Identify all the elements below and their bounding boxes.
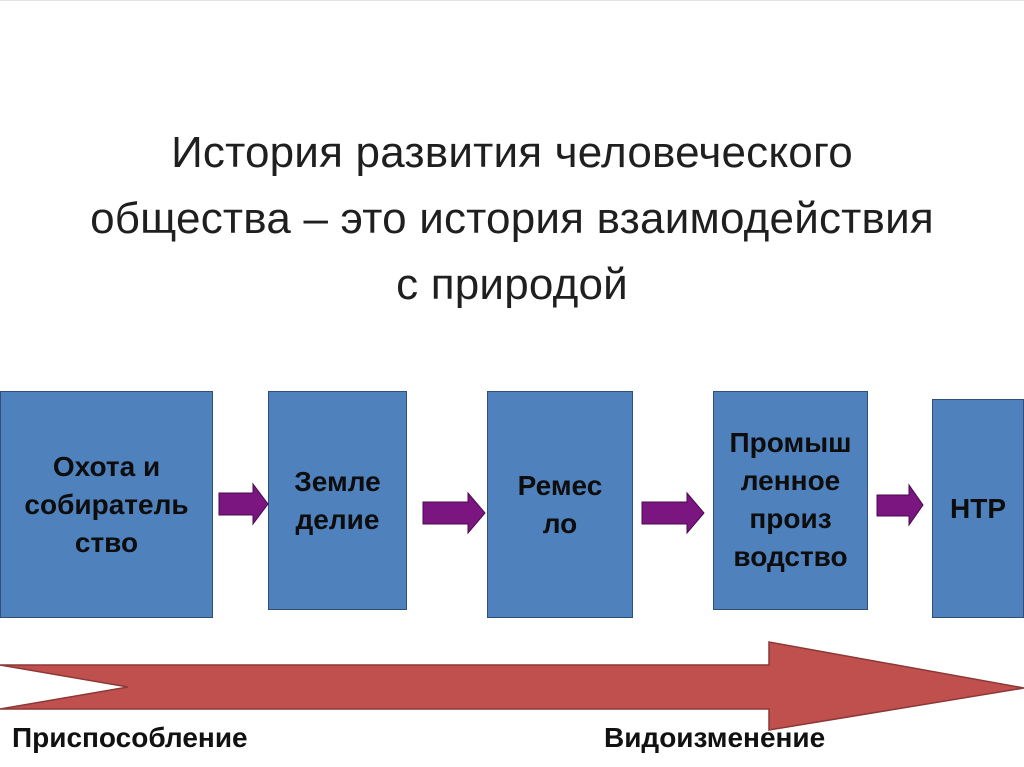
connector-arrow-1 — [218, 482, 269, 526]
slide-top-border — [0, 0, 1024, 1]
stage-label-hunting-gathering: Охота и собиратель ство — [24, 450, 189, 558]
title-line-3: с природой — [396, 260, 628, 309]
progression-arrow — [0, 641, 1024, 731]
connector-arrow-3 — [641, 491, 705, 535]
stage-box-ntr: НТР — [932, 399, 1024, 618]
connector-arrow-2 — [422, 491, 486, 535]
stage-label-agriculture: Земле делие — [294, 465, 381, 535]
connector-arrow-4 — [876, 483, 924, 527]
stage-label-industrial-production: Промыш ленное произ водство — [729, 427, 852, 572]
stage-box-hunting-gathering: Охота и собиратель ство — [0, 391, 213, 618]
title-line-2: общества – это история взаимодействия — [90, 194, 934, 243]
caption-adaptation: Приспособление — [12, 722, 248, 753]
stage-box-craft: Ремес ло — [487, 391, 633, 618]
title-line-1: История развития человеческого — [171, 128, 853, 177]
stage-box-agriculture: Земле делие — [268, 391, 407, 610]
stage-label-craft: Ремес ло — [517, 469, 603, 539]
slide-title: История развития человеческого общества … — [12, 120, 1012, 318]
stage-box-industrial-production: Промыш ленное произ водство — [713, 391, 868, 610]
stage-label-ntr: НТР — [950, 492, 1006, 524]
caption-modification: Видоизменение — [604, 722, 826, 753]
